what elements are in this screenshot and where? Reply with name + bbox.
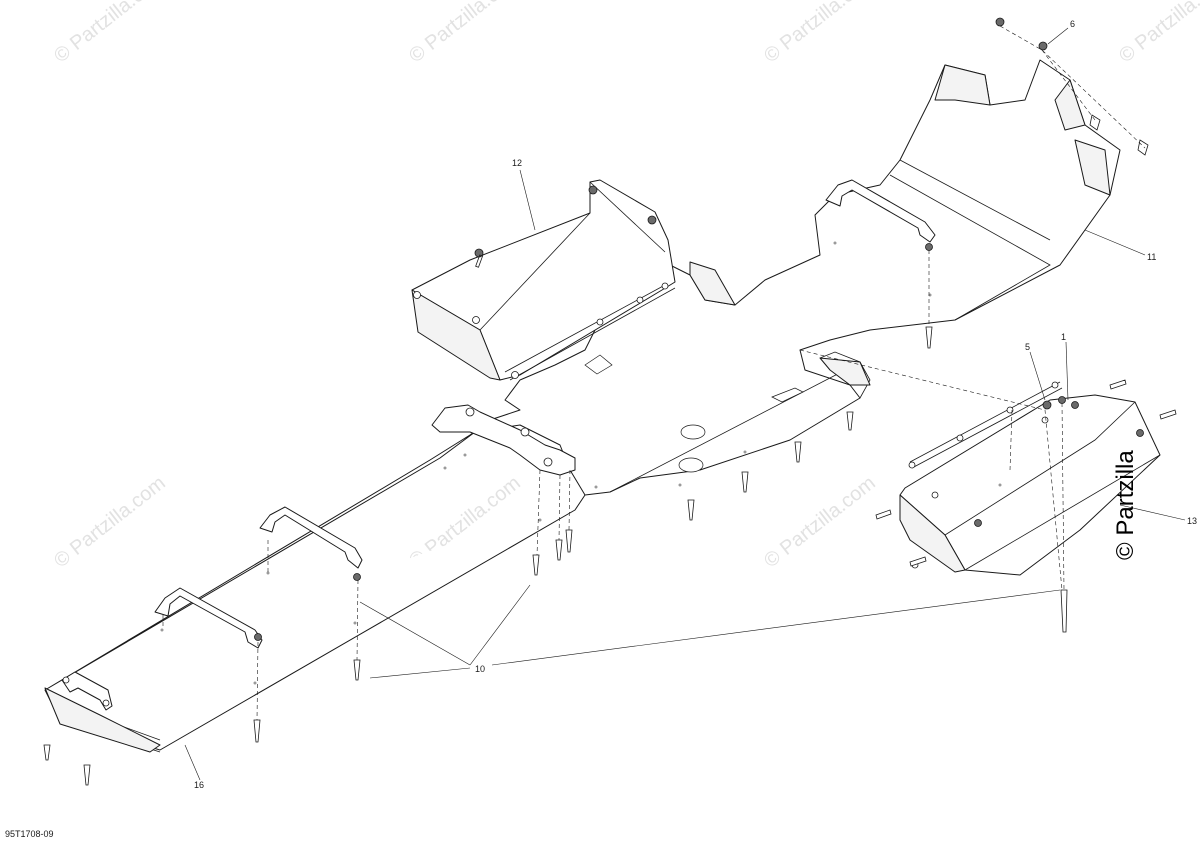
mount-hole xyxy=(833,241,837,245)
main-skid-plate xyxy=(44,59,1121,753)
mount-hole xyxy=(266,571,270,575)
bolt xyxy=(532,554,540,576)
bolt xyxy=(875,509,892,520)
right-footrest-guard xyxy=(899,381,1161,576)
bolt xyxy=(565,529,573,553)
slot-cutout xyxy=(771,387,804,403)
bolt xyxy=(1060,589,1068,633)
bolt xyxy=(1159,409,1177,420)
nut xyxy=(995,17,1005,27)
callout-13: 13 xyxy=(1187,516,1197,526)
callout-1: 1 xyxy=(1061,332,1066,342)
cross-bracket xyxy=(825,179,936,251)
mount-hole xyxy=(463,453,467,457)
bolt xyxy=(1109,379,1127,390)
mount-hole xyxy=(443,466,447,470)
drain-hole xyxy=(678,457,704,473)
mount-hole xyxy=(160,628,164,632)
nut-set xyxy=(995,17,1052,410)
square-cutout xyxy=(584,354,613,375)
mount-hole xyxy=(253,681,257,685)
bolt xyxy=(846,411,854,431)
bolt xyxy=(909,556,927,567)
center-bracket xyxy=(431,404,576,476)
callout-10: 10 xyxy=(475,664,485,674)
callout-16: 16 xyxy=(194,780,204,790)
mount-hole xyxy=(538,518,542,522)
bolt xyxy=(687,499,695,521)
bolt xyxy=(353,659,361,681)
cross-bracket xyxy=(154,587,263,649)
bolt xyxy=(43,744,51,761)
fastener-set xyxy=(43,114,1177,786)
callout-5: 5 xyxy=(1025,342,1030,352)
bolt xyxy=(83,764,91,786)
bolt xyxy=(794,441,802,463)
bolt xyxy=(253,719,261,743)
watermark-logo: © Partzilla xyxy=(1112,450,1139,560)
left-footrest-guard xyxy=(411,179,676,381)
bolt xyxy=(555,539,563,561)
leader-lines xyxy=(184,27,1186,781)
callout-6: 6 xyxy=(1070,19,1075,29)
diagram-reference-code: 95T1708-09 xyxy=(5,829,54,839)
alignment-lines xyxy=(162,25,1146,721)
cross-bracket xyxy=(259,506,363,581)
nut xyxy=(1038,41,1048,51)
mount-hole xyxy=(678,483,682,487)
callout-11: 11 xyxy=(1147,252,1156,262)
callout-12: 12 xyxy=(512,158,522,168)
bolt xyxy=(925,326,933,349)
mount-hole xyxy=(743,450,747,454)
bolt xyxy=(741,471,749,493)
mount-hole xyxy=(594,485,598,489)
bolt xyxy=(1089,114,1101,131)
drain-hole xyxy=(680,424,706,440)
mount-hole xyxy=(353,621,357,625)
front-bumper-bracket xyxy=(61,671,113,711)
nut xyxy=(1042,400,1052,410)
bolt xyxy=(1137,139,1149,156)
